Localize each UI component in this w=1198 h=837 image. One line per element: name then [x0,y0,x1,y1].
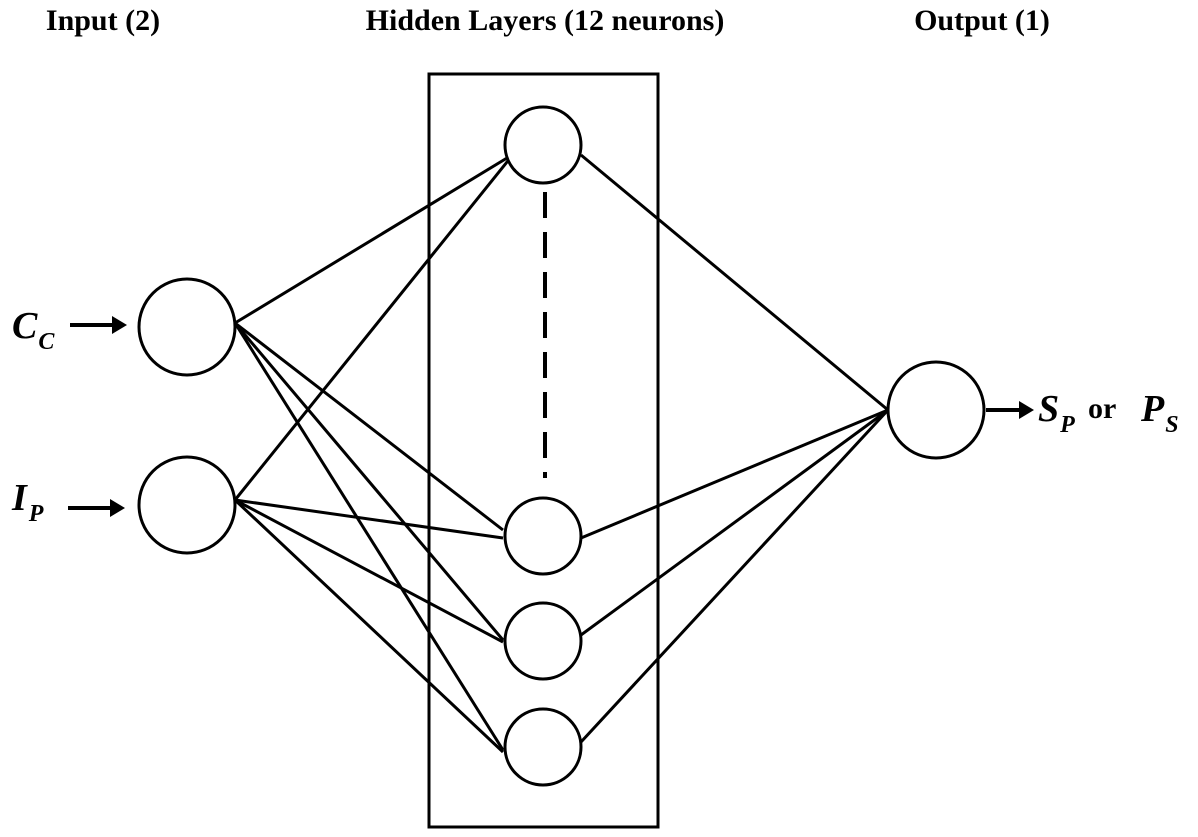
edge-input2-hidden1 [233,156,513,501]
output-arrow [986,401,1034,419]
input-arrow-2 [68,499,125,517]
input-arrow-1 [70,316,127,334]
edge-hidden4-output [579,408,890,744]
input-to-hidden-connections [233,156,513,754]
input-label-2: IP [11,477,44,527]
output-label-connector: or [1088,392,1116,425]
edge-input2-hidden4 [233,498,505,754]
edge-input1-hidden3 [233,322,505,641]
edge-input1-hidden1 [234,156,508,325]
input-label-1: CC [12,305,55,355]
edge-hidden2-output [580,408,889,540]
hidden-layer-frame [427,72,660,829]
edge-hidden3-output [580,408,889,637]
hidden-neuron-1 [503,105,583,185]
input-layer-heading: Input (2) [46,4,160,37]
hidden-layer-heading: Hidden Layers (12 neurons) [366,4,725,37]
edge-hidden1-output [580,153,889,412]
edge-input2-hidden3 [234,498,504,644]
hidden-neuron-2 [503,496,583,576]
output-label-first: SP [1038,388,1075,438]
edge-input1-hidden2 [234,321,504,532]
edge-input1-hidden4 [233,322,505,751]
hidden-neuron-3 [503,601,583,681]
input-neuron-1 [137,277,237,377]
hidden-neuron-4 [503,707,583,787]
hidden-to-output-connections [579,153,890,744]
output-label-second: PS [1140,388,1179,438]
output-neuron [886,360,986,460]
output-layer-heading: Output (1) [914,4,1050,37]
edge-input2-hidden2 [234,498,504,540]
input-neuron-2 [137,455,237,555]
